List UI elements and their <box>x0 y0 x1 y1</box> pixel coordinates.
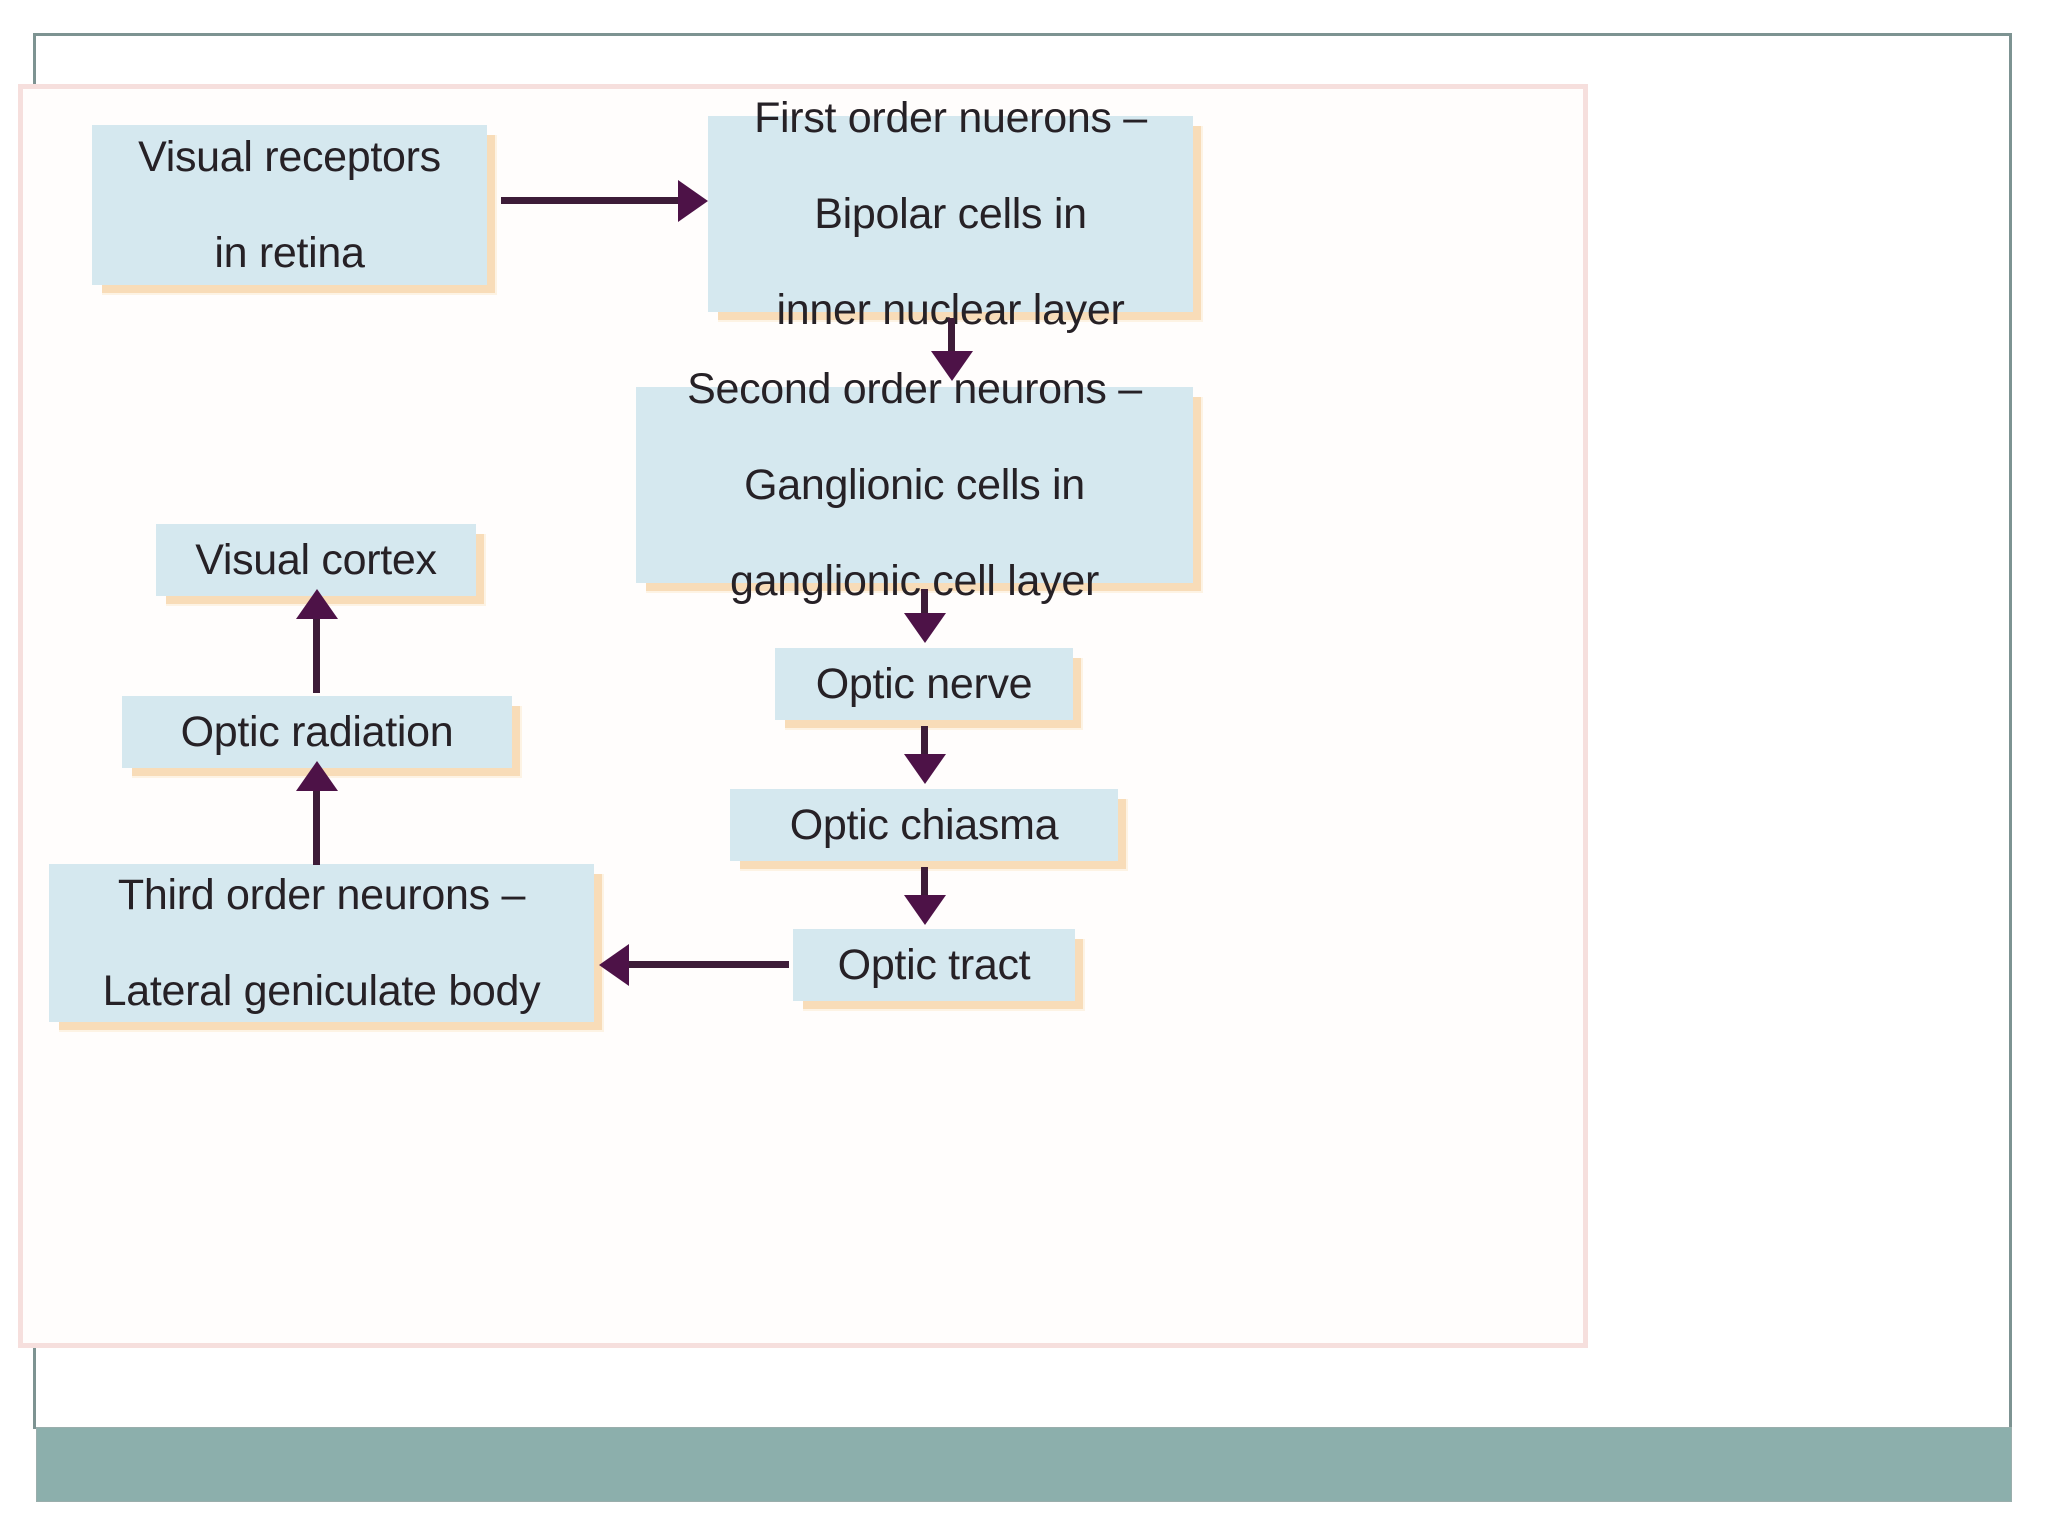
node-optic-nerve-label: Optic nerve <box>815 659 1033 708</box>
node-optic-nerve[interactable]: Optic nerve <box>775 648 1073 720</box>
node-third-order-neurons[interactable]: Third order neurons – Lateral geniculate… <box>49 864 594 1022</box>
node-second-order-line2: Ganglionic cells in <box>744 460 1085 509</box>
node-optic-radiation-label: Optic radiation <box>180 707 454 756</box>
node-first-order-line1: First order nuerons – <box>754 93 1147 142</box>
node-optic-chiasma-label: Optic chiasma <box>789 800 1059 849</box>
node-first-order-line2: Bipolar cells in <box>814 189 1087 238</box>
node-optic-tract[interactable]: Optic tract <box>793 929 1075 1001</box>
node-optic-tract-label: Optic tract <box>837 940 1031 989</box>
diagram-picture-frame[interactable]: Visual receptors in retina First order n… <box>18 84 1588 1348</box>
node-third-order-line2: Lateral geniculate body <box>102 967 541 1016</box>
node-second-order-line3: ganglionic cell layer <box>730 557 1099 606</box>
node-first-order-neurons[interactable]: First order nuerons – Bipolar cells in i… <box>708 94 1193 334</box>
diagram-canvas: Visual receptors in retina First order n… <box>23 89 1583 1343</box>
node-third-order-line1: Third order neurons – <box>117 870 526 919</box>
node-second-order-neurons[interactable]: Second order neurons – Ganglionic cells … <box>636 365 1193 605</box>
node-visual-receptors[interactable]: Visual receptors in retina <box>92 125 487 285</box>
node-visual-receptors-line2: in retina <box>214 229 365 278</box>
node-second-order-line1: Second order neurons – <box>687 364 1142 413</box>
node-visual-cortex-label: Visual cortex <box>195 535 437 584</box>
node-optic-chiasma[interactable]: Optic chiasma <box>730 789 1118 861</box>
node-visual-cortex[interactable]: Visual cortex <box>156 524 476 596</box>
node-optic-radiation[interactable]: Optic radiation <box>122 696 512 768</box>
node-visual-receptors-line1: Visual receptors <box>138 132 441 181</box>
footer-bar <box>36 1427 2012 1502</box>
